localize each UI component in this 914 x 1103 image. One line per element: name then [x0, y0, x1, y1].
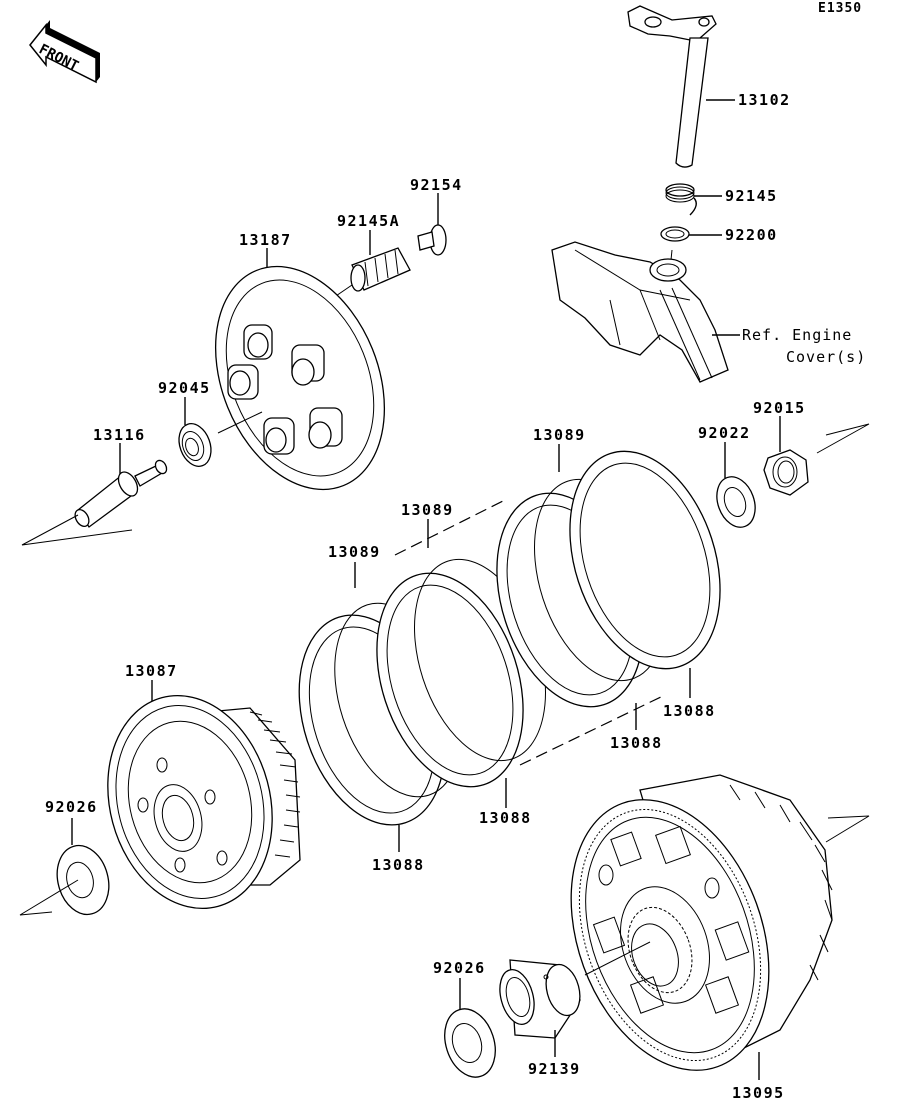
clutch-plates-stack	[298, 450, 721, 826]
front-arrow-icon: FRONT	[29, 20, 100, 84]
reference-line-2: Cover(s)	[786, 348, 866, 366]
part-13187-pressure-plate: 13187	[214, 231, 386, 491]
part-92139-sleeve: 92139	[499, 959, 581, 1078]
label-92045: 92045	[158, 379, 211, 397]
part-92145A-spring: 92145A	[329, 212, 411, 301]
label-13088-2: 13088	[479, 809, 532, 827]
label-92139: 92139	[528, 1060, 581, 1078]
label-92154: 92154	[410, 176, 463, 194]
part-13095-clutch-housing: 13095	[570, 774, 870, 1102]
part-13087-clutch-hub: 13087	[107, 662, 301, 910]
label-13116: 13116	[93, 426, 146, 444]
part-92015-nut: 92015	[753, 399, 870, 496]
label-92145A: 92145A	[337, 212, 400, 230]
label-13095: 13095	[732, 1084, 785, 1102]
reference-line-1: Ref. Engine	[742, 326, 852, 344]
part-92200-washer: 92200	[660, 226, 778, 271]
part-92026-washer-right: 92026	[433, 959, 496, 1078]
label-13087: 13087	[125, 662, 178, 680]
label-92022: 92022	[698, 424, 751, 442]
label-13187: 13187	[239, 231, 292, 249]
engine-cover-reference: Ref. Engine Cover(s)	[551, 241, 866, 383]
part-13088-friction-plates: 13088 13088 13088 13088	[372, 668, 716, 874]
label-92026-2: 92026	[433, 959, 486, 977]
label-13088-1: 13088	[372, 856, 425, 874]
label-13088-3: 13088	[610, 734, 663, 752]
diagram-code: E1350	[818, 1, 862, 16]
label-92015: 92015	[753, 399, 806, 417]
part-13089-steel-plates: 13089 13089 13089	[328, 426, 586, 588]
label-13102: 13102	[738, 91, 791, 109]
label-13088-4: 13088	[663, 702, 716, 720]
label-13089-2: 13089	[401, 501, 454, 519]
part-92145-spring: 92145	[665, 183, 778, 216]
part-92022-washer: 92022	[698, 424, 756, 528]
label-13089-3: 13089	[533, 426, 586, 444]
label-92026-1: 92026	[45, 798, 98, 816]
part-92045-bearing: 92045	[158, 379, 263, 467]
part-13116-pushrod: 13116	[21, 426, 168, 546]
part-13102-release-shaft: 13102	[627, 5, 791, 168]
part-92154-bolt: 92154	[410, 176, 463, 256]
part-92026-washer-left: 92026	[19, 798, 110, 916]
label-92145: 92145	[725, 187, 778, 205]
label-92200: 92200	[725, 226, 778, 244]
label-13089-1: 13089	[328, 543, 381, 561]
